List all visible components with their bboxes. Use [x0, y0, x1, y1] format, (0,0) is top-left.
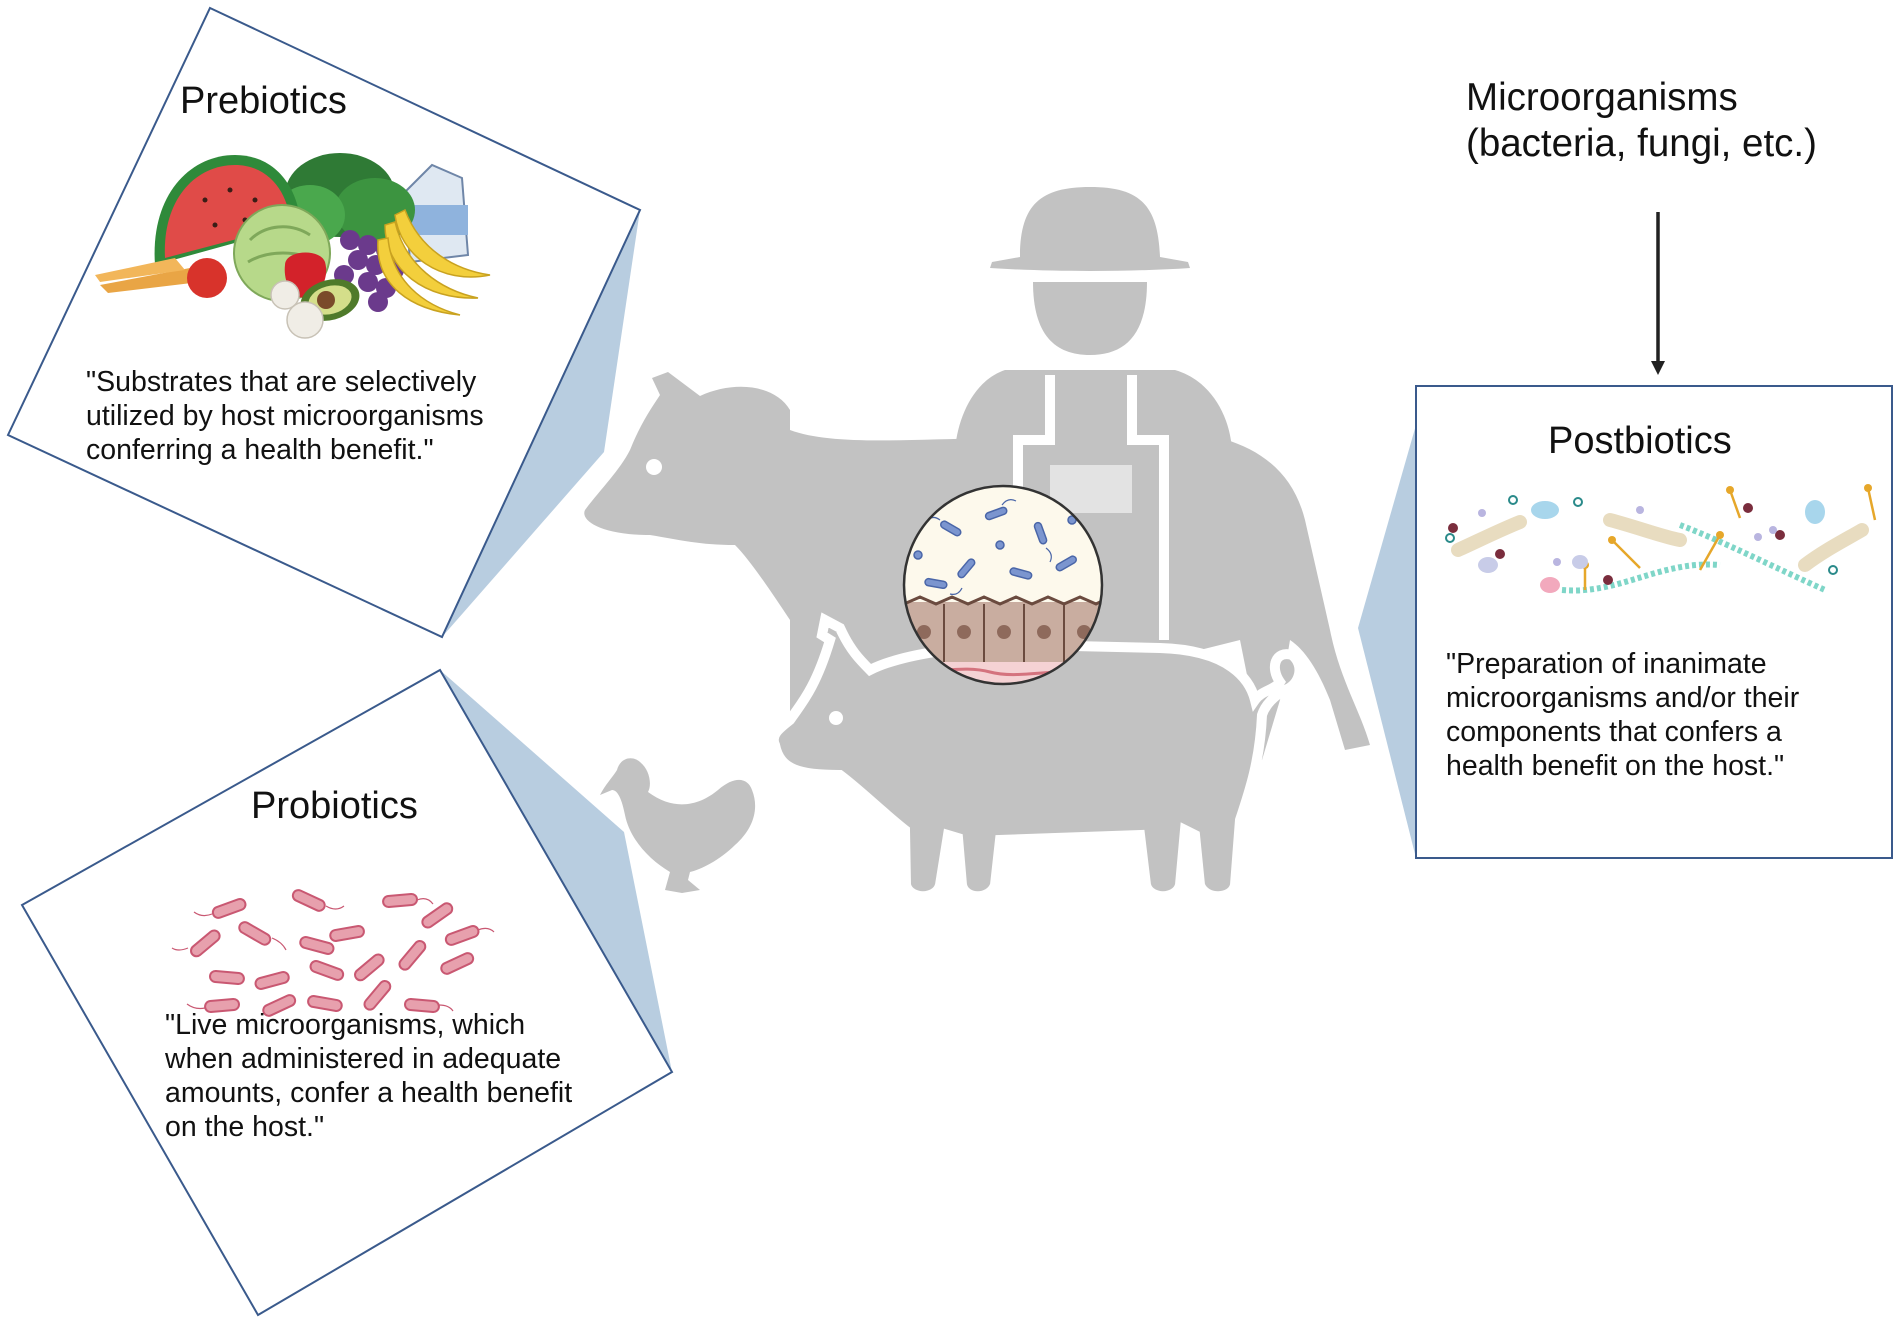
microorganisms-label: Microorganisms (bacteria, fungi, etc.) [1466, 75, 1817, 167]
prebiotics-definition: "Substrates that are selectively utilize… [86, 365, 484, 467]
microorganisms-label-line2: (bacteria, fungi, etc.) [1466, 122, 1817, 165]
postbiotics-definition-line: health benefit on the host." [1446, 750, 1785, 782]
chicken-icon [600, 758, 756, 893]
probiotics-title: Probiotics [251, 785, 418, 827]
postbiotics-definition-line: components that confers a [1446, 716, 1782, 748]
postbiotics-definition-line: "Preparation of inanimate [1446, 648, 1767, 680]
garlic-icon [270, 280, 324, 339]
probiotics-definition-line: amounts, confer a health benefit [165, 1077, 573, 1109]
gut-microbiota-icon [902, 484, 1104, 686]
probiotics-definition-line: when administered in adequate [165, 1043, 562, 1075]
postbiotics-definition-line: microorganisms and/or their [1446, 682, 1800, 714]
prebiotics-definition-line: "Substrates that are selectively [86, 366, 477, 398]
carrot-icon [95, 258, 200, 293]
postbiotics-box [1415, 385, 1893, 859]
watermelon-icon [154, 155, 300, 265]
inanimate-microbial-components-icon [1445, 484, 1877, 594]
postbiotics-callout-wedge [1358, 425, 1416, 858]
prebiotics-definition-line: utilized by host microorganisms [86, 400, 484, 432]
pig-eye-icon [829, 711, 843, 725]
fruits-vegetables-milk-icon [95, 153, 491, 339]
pig-icon [768, 612, 1305, 902]
postbiotics-definition: "Preparation of inanimate microorganisms… [1446, 647, 1799, 783]
farmer-apron-pocket [1050, 465, 1132, 513]
live-bacteria-icon [190, 889, 480, 1017]
banana-icon [377, 208, 491, 316]
probiotics-definition: "Live microorganisms, which when adminis… [165, 1008, 572, 1144]
postbiotics-title: Postbiotics [1548, 420, 1732, 462]
probiotics-definition-line: "Live microorganisms, which [165, 1009, 526, 1041]
probiotics-box [20, 668, 674, 1317]
probiotics-definition-line: on the host." [165, 1111, 325, 1143]
prebiotics-definition-line: conferring a health benefit." [86, 434, 434, 466]
prebiotics-title: Prebiotics [180, 80, 347, 122]
prebiotics-box [6, 6, 642, 639]
bacteria-flagella [171, 898, 495, 1012]
apple-icon [187, 258, 227, 298]
microorganisms-label-line1: Microorganisms [1466, 76, 1738, 119]
cow-eye-icon [646, 459, 662, 475]
